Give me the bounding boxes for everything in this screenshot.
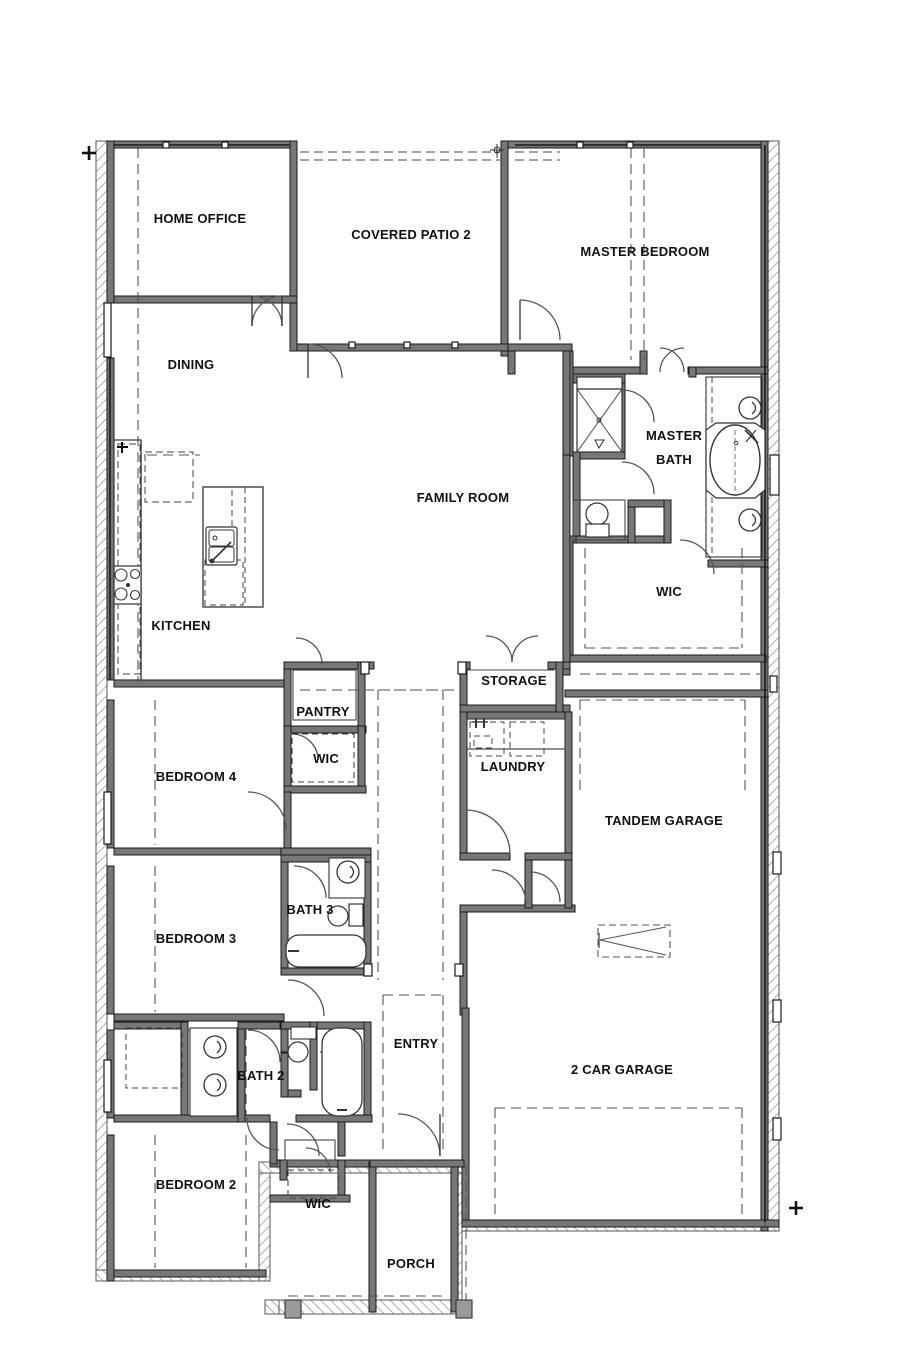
- room-label-kitchen: KITCHEN: [151, 618, 210, 633]
- room-label-wic-bed2: WIC: [305, 1196, 331, 1211]
- porch-columns: [284, 1299, 473, 1319]
- room-label-porch: PORCH: [387, 1256, 435, 1271]
- room-label-covered-patio-2: COVERED PATIO 2: [351, 227, 471, 242]
- room-label-bedroom-3: BEDROOM 3: [156, 931, 237, 946]
- ceiling-soffit-lines: [137, 148, 760, 1300]
- room-label-master-bath-2: BATH: [656, 452, 692, 467]
- room-label-storage: STORAGE: [481, 673, 547, 688]
- bath3-fixtures: [285, 857, 367, 968]
- room-label-entry: ENTRY: [394, 1036, 439, 1051]
- room-label-master-bedroom: MASTER BEDROOM: [580, 244, 709, 259]
- room-label-2-car-garage: 2 CAR GARAGE: [571, 1062, 673, 1077]
- room-label-master-bath: MASTER: [646, 428, 703, 443]
- kitchen-fixtures: [113, 439, 264, 681]
- room-label-home-office: HOME OFFICE: [154, 211, 247, 226]
- interior-partitions: [109, 144, 766, 1226]
- closet-shelves: [284, 499, 626, 1199]
- room-label-pantry: PANTRY: [296, 704, 349, 719]
- room-label-wic-bed4: WIC: [313, 751, 339, 766]
- garage-doors: [469, 924, 770, 1226]
- windows: [103, 141, 782, 1141]
- room-label-dining: DINING: [168, 357, 215, 372]
- room-label-tandem-garage: TANDEM GARAGE: [605, 813, 723, 828]
- bath2-fixtures: [125, 1026, 363, 1117]
- master-bath-fixtures: [576, 376, 766, 558]
- room-label-bath-2: BATH 2: [237, 1068, 284, 1083]
- door-swings: [187, 295, 715, 1173]
- room-label-bedroom-4: BEDROOM 4: [156, 769, 237, 784]
- room-label-bath-3: BATH 3: [286, 902, 333, 917]
- room-label-bedroom-2: BEDROOM 2: [156, 1177, 237, 1192]
- laundry-fixtures: [466, 718, 566, 757]
- room-label-family-room: FAMILY ROOM: [417, 490, 510, 505]
- room-label-laundry: LAUNDRY: [481, 759, 546, 774]
- room-label-wic-master: WIC: [656, 584, 682, 599]
- room-labels: HOME OFFICE COVERED PATIO 2 MASTER BEDRO…: [151, 211, 723, 1271]
- corner-markers: [82, 146, 803, 1215]
- exterior-brick-veneer: [95, 140, 780, 1315]
